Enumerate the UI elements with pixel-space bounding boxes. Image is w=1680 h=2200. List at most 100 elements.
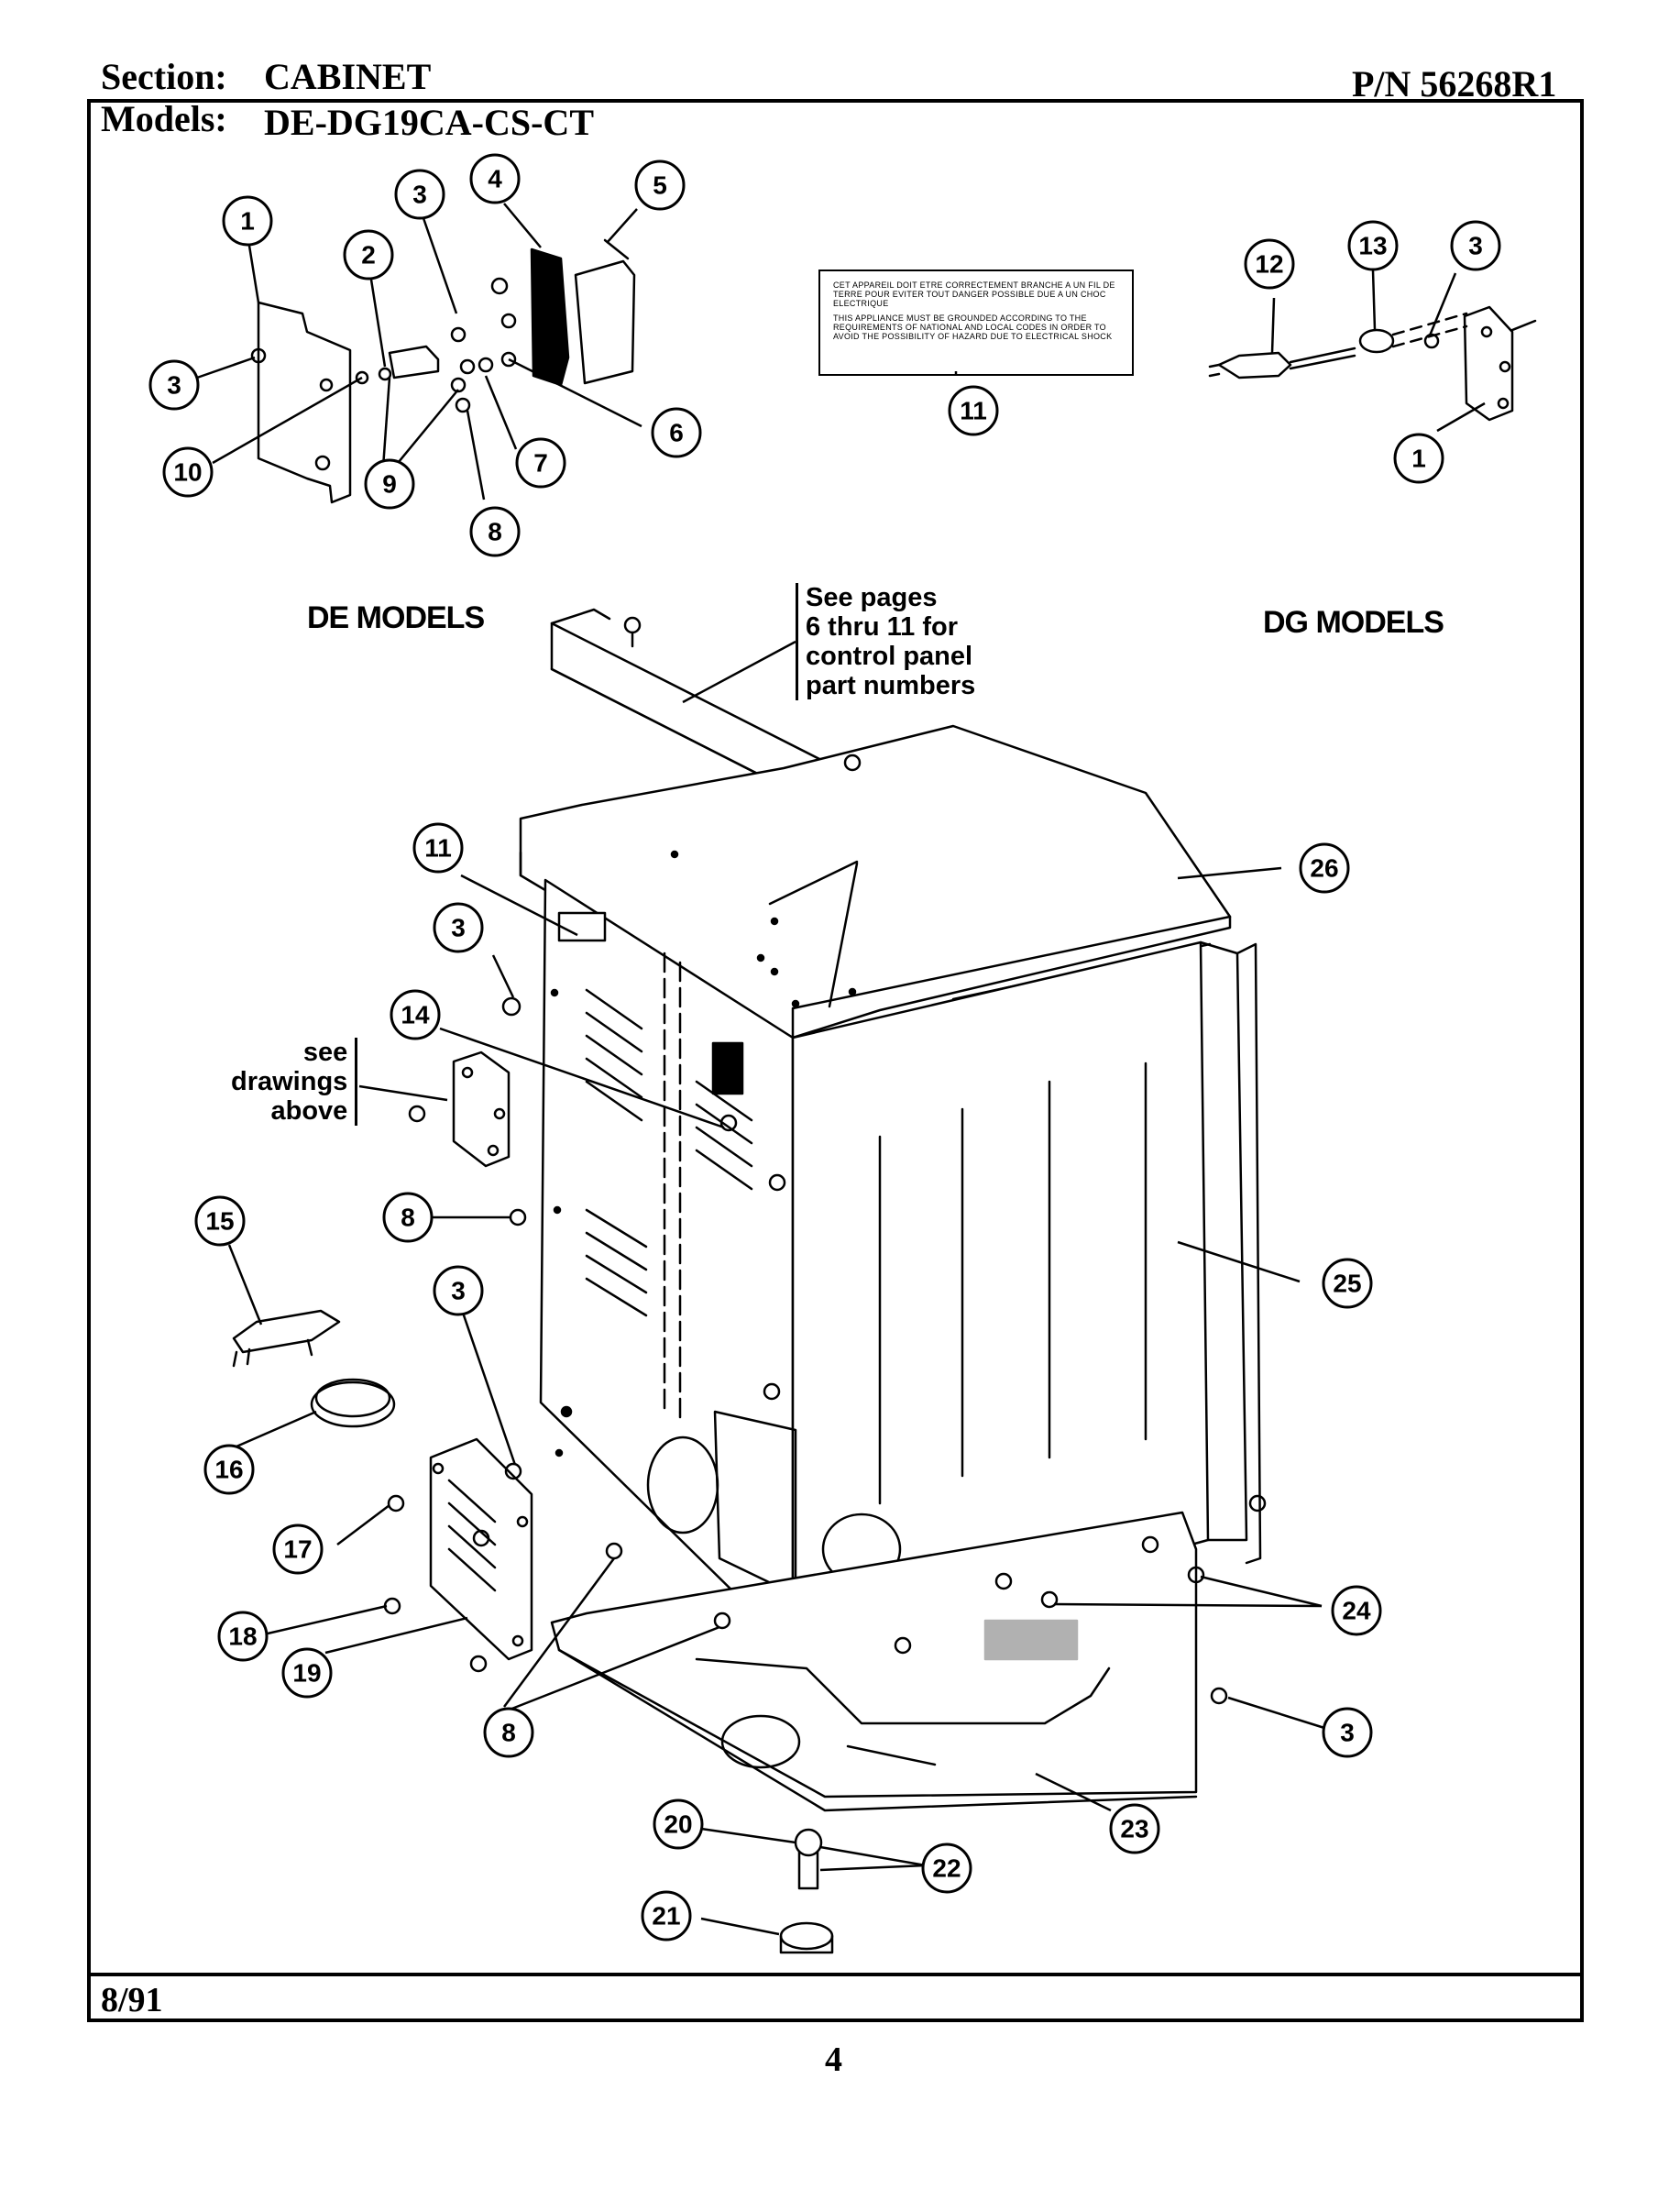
section-value: CABINET xyxy=(264,56,432,97)
control-panel-note-line: part numbers xyxy=(806,671,976,700)
models-label: Models: xyxy=(101,98,227,139)
svg-text:24: 24 xyxy=(1342,1597,1371,1625)
callout-8: 8 xyxy=(382,1192,434,1243)
svg-text:18: 18 xyxy=(228,1622,257,1651)
svg-text:13: 13 xyxy=(1358,232,1387,260)
svg-text:8: 8 xyxy=(501,1719,516,1747)
svg-text:3: 3 xyxy=(167,371,181,400)
svg-text:4: 4 xyxy=(488,165,502,193)
svg-text:25: 25 xyxy=(1333,1270,1361,1298)
svg-text:11: 11 xyxy=(424,834,452,863)
revision-date: 8/91 xyxy=(101,1981,163,2019)
callout-8: 8 xyxy=(483,1707,534,1758)
svg-text:16: 16 xyxy=(214,1456,243,1484)
see-drawings-note-line: above xyxy=(270,1096,348,1126)
callout-20: 20 xyxy=(653,1798,704,1850)
callout-22: 22 xyxy=(921,1842,972,1894)
callout-26: 26 xyxy=(1299,842,1350,894)
svg-text:10: 10 xyxy=(173,458,202,487)
svg-text:12: 12 xyxy=(1255,250,1283,279)
svg-text:15: 15 xyxy=(205,1207,234,1236)
callout-18: 18 xyxy=(217,1611,269,1662)
svg-text:3: 3 xyxy=(451,1277,466,1305)
decal-french-text: CET APPAREIL DOIT ETRE CORRECTEMENT BRAN… xyxy=(833,280,1115,308)
cabinet-body xyxy=(539,878,1262,1652)
cabinet-base xyxy=(550,1511,1198,1812)
svg-text:9: 9 xyxy=(382,470,397,499)
callout-15: 15 xyxy=(194,1195,246,1247)
terminal-block-bracket xyxy=(452,1050,511,1168)
svg-text:7: 7 xyxy=(533,449,548,478)
callout-8: 8 xyxy=(469,506,521,557)
callout-3: 3 xyxy=(1450,220,1501,271)
callout-13: 13 xyxy=(1347,220,1399,271)
callout-19: 19 xyxy=(281,1647,333,1699)
callout-12: 12 xyxy=(1244,238,1295,290)
svg-text:2: 2 xyxy=(361,241,376,270)
callout-25: 25 xyxy=(1322,1258,1373,1309)
svg-text:1: 1 xyxy=(240,207,255,236)
svg-text:3: 3 xyxy=(451,914,466,942)
svg-text:21: 21 xyxy=(652,1902,680,1930)
callout-1: 1 xyxy=(222,195,273,247)
see-drawings-note: see drawings above xyxy=(231,1038,358,1126)
control-panel-note: See pages 6 thru 11 for control panel pa… xyxy=(796,583,975,700)
page-number: 4 xyxy=(825,2040,842,2079)
dg-models-label: DG MODELS xyxy=(1263,605,1444,640)
callout-3: 3 xyxy=(394,169,445,220)
callout-1: 1 xyxy=(1393,433,1444,484)
svg-text:19: 19 xyxy=(292,1659,321,1688)
dg-power-cord xyxy=(1208,312,1468,380)
control-panel-note-line: See pages xyxy=(806,583,938,612)
diagram-frame xyxy=(87,99,1584,2022)
svg-text:26: 26 xyxy=(1310,854,1338,883)
svg-text:14: 14 xyxy=(401,1001,430,1029)
part-number: P/N 56268R1 xyxy=(1352,63,1557,104)
callout-3: 3 xyxy=(433,902,484,953)
models-value: DE-DG19CA-CS-CT xyxy=(264,102,594,143)
de-terminal-parts xyxy=(250,238,636,413)
see-drawings-note-line: see xyxy=(302,1038,348,1067)
callout-24: 24 xyxy=(1331,1585,1382,1636)
svg-text:20: 20 xyxy=(664,1810,692,1839)
svg-text:1: 1 xyxy=(1411,445,1426,473)
control-panel-note-line: 6 thru 11 for xyxy=(806,612,958,642)
callout-21: 21 xyxy=(641,1890,692,1942)
callout-2: 2 xyxy=(343,229,394,280)
section-label: Section: xyxy=(101,56,227,97)
grounding-warning-decal: CET APPAREIL DOIT ETRE CORRECTEMENT BRAN… xyxy=(818,270,1134,376)
callout-7: 7 xyxy=(515,437,566,489)
dg-terminal-bracket xyxy=(1463,305,1537,422)
callout-3: 3 xyxy=(1322,1707,1373,1758)
see-drawings-note-line: drawings xyxy=(231,1067,348,1096)
de-terminal-bracket xyxy=(257,301,352,504)
svg-text:3: 3 xyxy=(412,181,427,209)
svg-text:5: 5 xyxy=(653,171,667,200)
svg-text:23: 23 xyxy=(1120,1815,1148,1843)
svg-text:8: 8 xyxy=(488,518,502,546)
control-panel-note-line: control panel xyxy=(806,642,973,671)
callout-5: 5 xyxy=(634,160,686,211)
svg-text:3: 3 xyxy=(1468,232,1483,260)
callout-14: 14 xyxy=(390,989,441,1040)
callout-16: 16 xyxy=(203,1444,255,1495)
footer-divider xyxy=(87,1973,1584,1976)
callout-9: 9 xyxy=(364,458,415,510)
de-models-label: DE MODELS xyxy=(307,600,485,635)
callout-10: 10 xyxy=(162,446,214,498)
svg-text:11: 11 xyxy=(960,397,987,425)
callout-17: 17 xyxy=(272,1524,324,1575)
screws xyxy=(383,996,1267,1705)
callout-11: 11 xyxy=(948,385,999,436)
svg-text:3: 3 xyxy=(1340,1719,1355,1747)
leader-lines xyxy=(196,203,1486,1936)
svg-text:8: 8 xyxy=(401,1204,415,1232)
top-panel xyxy=(519,724,1232,1040)
svg-text:22: 22 xyxy=(932,1854,961,1883)
callout-3: 3 xyxy=(433,1265,484,1316)
clamp-and-ring xyxy=(232,1309,396,1428)
rear-access-panel xyxy=(429,1437,533,1661)
decal-english-text: THIS APPLIANCE MUST BE GROUNDED ACCORDIN… xyxy=(833,314,1113,341)
callout-6: 6 xyxy=(651,407,702,458)
